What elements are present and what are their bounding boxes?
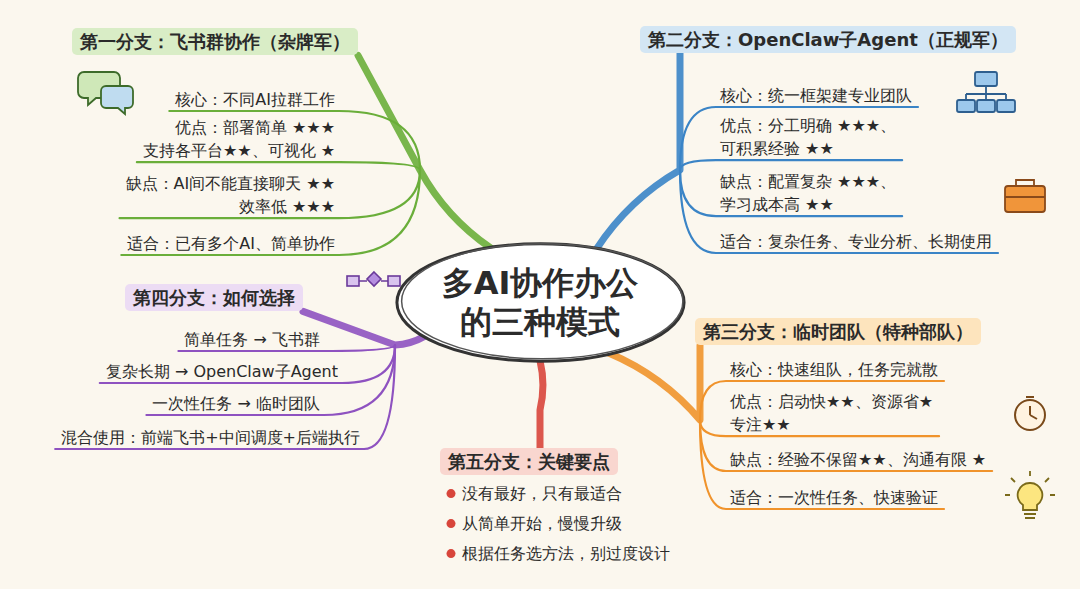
branch-line bbox=[100, 345, 395, 383]
branch-line bbox=[55, 345, 395, 449]
stopwatch-icon bbox=[1015, 397, 1045, 430]
branch-heading: 第三分支：临时团队（特种部队） bbox=[695, 318, 981, 345]
branch-line bbox=[680, 170, 998, 253]
branch-item: 缺点：AI间不能直接聊天 ★★ 效率低 ★★★ bbox=[110, 172, 335, 218]
ellipse-stroke bbox=[401, 244, 682, 359]
heading-text: 第一分支：飞书群协作（杂牌军） bbox=[80, 30, 350, 53]
bullet-dot bbox=[447, 519, 456, 528]
branch-item: 适合：复杂任务、专业分析、长期使用 bbox=[720, 230, 992, 253]
heading-text: 第三分支：临时团队（特种部队） bbox=[703, 320, 973, 343]
center-title: 多AI协作办公的三种模式 bbox=[435, 264, 645, 341]
branch-item: 复杂长期 → OpenClaw子Agent bbox=[106, 360, 338, 383]
org-chart-icon bbox=[957, 72, 1015, 112]
ellipse-stroke bbox=[396, 244, 683, 362]
flow-icon bbox=[347, 272, 400, 286]
branch-item: 适合：已有多个AI、简单协作 bbox=[127, 232, 335, 255]
branch-item: 优点：部署简单 ★★★ 支持各平台★★、可视化 ★ bbox=[110, 116, 335, 162]
branch-heading: 第二分支：OpenClaw子Agent（正规军） bbox=[640, 26, 1016, 53]
branch-connector bbox=[358, 55, 491, 248]
branch-item: 缺点：经验不保留★★、沟通有限 ★ bbox=[730, 448, 986, 471]
heading-text: 第二分支：OpenClaw子Agent（正规军） bbox=[648, 28, 1008, 51]
bullet-dot bbox=[447, 549, 456, 558]
branch-heading: 第四分支：如何选择 bbox=[125, 284, 303, 311]
key-point: 没有最好，只有最适合 bbox=[462, 482, 622, 505]
branch-item: 核心：不同AI拉群工作 bbox=[175, 88, 335, 111]
branch-connector bbox=[596, 53, 680, 249]
branch-connector bbox=[609, 345, 700, 420]
bullet-dot bbox=[447, 489, 456, 498]
branch-item: 混合使用：前端飞书+中间调度+后端执行 bbox=[61, 426, 360, 449]
chat-icon bbox=[78, 72, 133, 114]
branch-item: 适合：一次性任务、快速验证 bbox=[730, 486, 938, 509]
branch-heading: 第五分支：关键要点 bbox=[440, 448, 618, 475]
branch-line bbox=[680, 160, 902, 170]
branch-heading: 第一分支：飞书群协作（杂牌军） bbox=[72, 28, 358, 55]
branch-item: 核心：快速组队，任务完就散 bbox=[730, 358, 938, 381]
branch-item: 核心：统一框架建专业团队 bbox=[720, 84, 912, 107]
center-ellipse: 多AI协作办公的三种模式 bbox=[394, 240, 687, 365]
heading-text: 第四分支：如何选择 bbox=[133, 286, 295, 309]
branch-item: 缺点：配置复杂 ★★★、 学习成本高 ★★ bbox=[720, 170, 920, 216]
branch-item: 简单任务 → 飞书群 bbox=[184, 328, 320, 351]
branch-connector bbox=[540, 361, 543, 448]
key-point: 根据任务选方法，别过度设计 bbox=[462, 542, 670, 565]
branch-line bbox=[137, 162, 420, 170]
branch-item: 优点：启动快★★、资源省★ 专注★★ bbox=[730, 390, 970, 436]
branch-item: 一次性任务 → 临时团队 bbox=[152, 392, 320, 415]
bulb-icon bbox=[1005, 471, 1055, 518]
branch-item: 优点：分工明确 ★★★、 可积累经验 ★★ bbox=[720, 114, 920, 160]
toolbox-icon bbox=[1005, 180, 1045, 212]
key-point: 从简单开始，慢慢升级 bbox=[462, 512, 622, 535]
heading-text: 第五分支：关键要点 bbox=[448, 450, 610, 473]
